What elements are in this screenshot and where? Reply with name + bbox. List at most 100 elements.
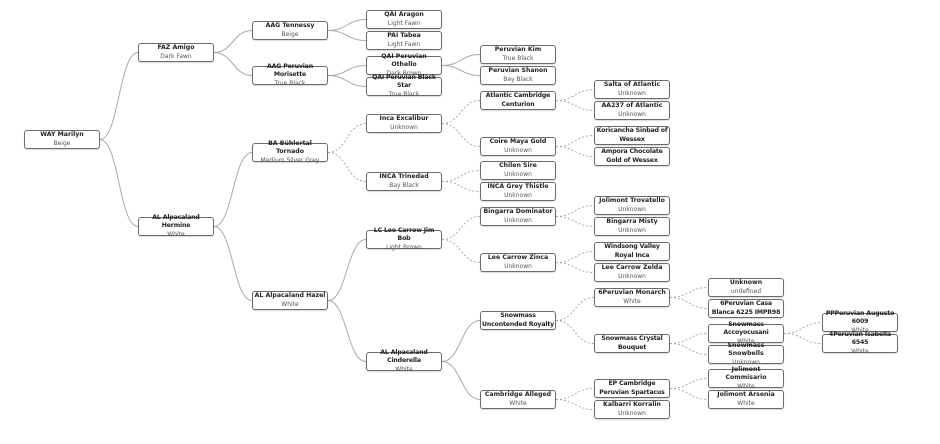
parent-link [327, 19, 367, 31]
parent-link [555, 297, 595, 321]
parent-link [555, 388, 595, 400]
animal-name: Salta of Atlantic [603, 81, 661, 88]
animal-name: 6Peruvian Casa Blanca 6225 IMPR98 [711, 300, 781, 316]
animal-color: Unknown [732, 358, 760, 366]
animal-name: QAI Peruvian Othello [381, 52, 427, 69]
animal-name: Atlantic Cambridge Centurion [485, 92, 551, 108]
animal-color: White [281, 300, 299, 308]
pedigree-node[interactable]: EP Cambridge Peruvian Spartacus [594, 379, 670, 398]
parent-link [555, 89, 595, 101]
animal-color: White [737, 382, 755, 390]
parent-link [441, 361, 481, 400]
animal-color: White [851, 347, 869, 355]
parent-link [555, 100, 595, 111]
parent-link [327, 152, 367, 182]
animal-name: Bingarra Dominator [483, 208, 553, 215]
animal-color: Dark Fawn [160, 52, 192, 60]
animal-color: White [395, 365, 413, 373]
pedigree-node[interactable]: Ampora Chocolate Gold of Wessex [594, 147, 670, 166]
animal-name: Inca Excalibur [379, 115, 429, 122]
animal-name: Snowmass Uncontended Royalty [482, 312, 555, 328]
animal-name: 6Peruvian Monarch [598, 289, 666, 296]
parent-link [441, 100, 481, 124]
animal-name: AL Alpacaland Cinderella [380, 348, 428, 365]
animal-name: Snowmass Accoyocusani [723, 320, 769, 337]
pedigree-node[interactable]: Snowmass Crystal Bouquet [594, 334, 670, 353]
pedigree-node[interactable]: Koricancha Sinbad of Wessex [594, 126, 670, 145]
animal-name: 4Peruvian Isabella 6545 [829, 330, 891, 347]
animal-name: Koricancha Sinbad of Wessex [596, 127, 668, 143]
animal-color: True Black [502, 54, 534, 62]
parent-link [555, 205, 595, 217]
parent-link [327, 30, 367, 41]
animal-color: Unknown [504, 146, 532, 154]
animal-name: AAG Tennessy [265, 22, 315, 29]
parent-link [669, 378, 709, 389]
parent-link [669, 343, 709, 355]
animal-color: White [737, 337, 755, 345]
animal-name: AA237 of Atlantic [601, 102, 663, 109]
parent-link [555, 146, 595, 157]
parent-link [555, 262, 595, 273]
animal-name: WAY Marilyn [40, 131, 84, 138]
parent-link [441, 181, 481, 192]
animal-name: AAG Peruvian Morisette [267, 62, 313, 79]
animal-color: White [623, 297, 641, 305]
animal-color: Unknown [618, 89, 646, 97]
parent-link [99, 139, 139, 227]
animal-name: PAI Tabea [387, 32, 421, 39]
animal-name: Jolimont Trovatello [599, 197, 665, 204]
parent-link [441, 54, 481, 66]
animal-name: QAI Peruvian Black Star [372, 73, 436, 90]
pedigree-node[interactable]: Windsong Valley Royal Inca [594, 242, 670, 261]
animal-color: Beige [281, 30, 299, 38]
animal-name: Lee Carrow Zelda [601, 264, 663, 271]
pedigree-node[interactable]: 6Peruvian Casa Blanca 6225 IMPR98 [708, 299, 784, 318]
animal-name: Bingarra Misty [606, 218, 658, 225]
pedigree-node[interactable]: Snowmass Uncontended Royalty [480, 311, 556, 330]
animal-color: Unknown [618, 110, 646, 118]
animal-name: Jolimont Commisario [725, 365, 767, 382]
pedigree-node[interactable]: Atlantic Cambridge Centurion [480, 91, 556, 110]
animal-name: QAI Aragon [384, 11, 424, 18]
parent-link [669, 333, 709, 344]
parent-link [213, 226, 253, 301]
